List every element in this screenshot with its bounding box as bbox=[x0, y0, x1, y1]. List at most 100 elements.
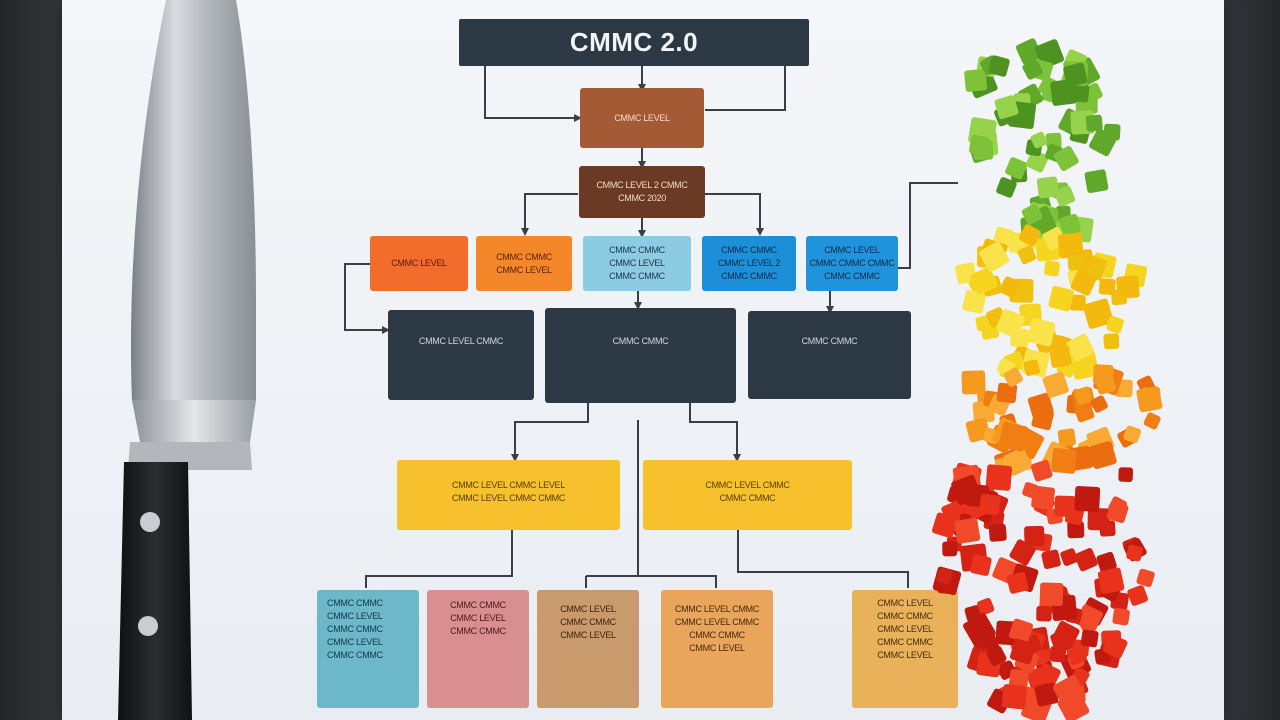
node-text-line: CMMC CMMC bbox=[721, 271, 777, 281]
node-text-line: CMMC CMMC bbox=[327, 624, 383, 634]
pepper-cube bbox=[1106, 315, 1124, 334]
node-text-line: CMMC LEVEL bbox=[450, 613, 506, 623]
node-row2-left: CMMC LEVEL CMMC bbox=[388, 310, 534, 400]
node-text-line: CMMC CMMC bbox=[609, 271, 665, 281]
pepper-cube bbox=[963, 613, 996, 646]
pepper-cube bbox=[973, 140, 994, 160]
node-level1: CMMC LEVEL bbox=[580, 88, 704, 148]
pepper-cube bbox=[1021, 203, 1043, 225]
pepper-cube bbox=[1074, 486, 1101, 512]
node-level2: CMMC LEVEL 2 CMMC CMMC 2020 bbox=[579, 166, 705, 218]
pepper-cube bbox=[977, 597, 995, 616]
node-text-line: CMMC LEVEL bbox=[391, 258, 447, 268]
node-text-line: CMMC LEVEL bbox=[877, 598, 933, 608]
pepper-cube bbox=[1083, 298, 1114, 329]
node-text-line: CMMC CMMC bbox=[327, 650, 383, 660]
node-text-line: CMMC LEVEL bbox=[824, 245, 880, 255]
pepper-cube bbox=[1053, 145, 1079, 171]
pepper-cube bbox=[1112, 607, 1130, 626]
pepper-cube bbox=[1066, 333, 1095, 362]
pepper-cube bbox=[975, 315, 992, 332]
pepper-cube bbox=[1030, 131, 1048, 149]
pepper-cube bbox=[1034, 682, 1059, 707]
pepper-cube bbox=[1095, 373, 1117, 395]
pepper-cube bbox=[1041, 549, 1061, 570]
node-text-line: CMMC LEVEL bbox=[689, 643, 745, 653]
node-level1-text: CMMC LEVEL bbox=[614, 113, 670, 124]
pepper-cube bbox=[1008, 618, 1034, 643]
node-text-line: CMMC CMMC bbox=[801, 336, 858, 346]
pepper-cube bbox=[1057, 428, 1076, 447]
node-row4-tan: CMMC LEVEL CMMC CMMC CMMC LEVEL bbox=[537, 590, 639, 708]
node-text-line: CMMC LEVEL bbox=[877, 650, 933, 660]
pepper-cube bbox=[996, 382, 1018, 404]
pepper-cube bbox=[1036, 176, 1059, 199]
node-text-line: CMMC LEVEL bbox=[327, 611, 383, 621]
pepper-cube bbox=[962, 290, 986, 314]
node-row1-orange-red: CMMC LEVEL bbox=[370, 236, 468, 291]
pepper-cube bbox=[988, 523, 1007, 542]
pepper-cube bbox=[1080, 629, 1099, 648]
node-text-line: CMMC LEVEL CMMC bbox=[418, 336, 504, 346]
node-text-line: CMMC CMMC bbox=[689, 630, 745, 640]
node-text-line: CMMC LEVEL bbox=[609, 258, 665, 268]
node-text-line: CMMC CMMC bbox=[721, 245, 777, 255]
pepper-cube bbox=[932, 512, 958, 539]
node-text-line: CMMC LEVEL bbox=[496, 264, 552, 275]
cutting-board-right bbox=[1224, 0, 1280, 720]
node-text-line: CMMC 2020 bbox=[618, 193, 666, 203]
pepper-cube bbox=[994, 95, 1019, 120]
node-text-line: CMMC CMMC bbox=[824, 271, 880, 281]
node-text-line: CMMC LEVEL bbox=[560, 630, 616, 640]
node-row4-amber: CMMC LEVEL CMMC CMMC CMMC LEVEL CMMC CMM… bbox=[852, 590, 958, 708]
node-text-line: CMMC LEVEL bbox=[877, 624, 933, 634]
pepper-cube bbox=[1024, 525, 1045, 547]
node-row4-light-orange: CMMC LEVEL CMMC CMMC LEVEL CMMC CMMC CMM… bbox=[661, 590, 773, 708]
pepper-cube bbox=[1123, 425, 1142, 444]
node-text-line: CMMC CMMC CMMC bbox=[809, 258, 895, 268]
node-text-line: CMMC CMMC bbox=[496, 251, 552, 262]
node-text-line: CMMC CMMC bbox=[877, 637, 933, 647]
pepper-cube bbox=[1058, 213, 1082, 237]
pepper-cube bbox=[942, 541, 958, 557]
node-row1-bright-blue: CMMC LEVEL CMMC CMMC CMMC CMMC CMMC bbox=[806, 236, 898, 291]
node-text-line: CMMC CMMC bbox=[450, 600, 506, 610]
node-row1-light-blue: CMMC CMMC CMMC LEVEL CMMC CMMC bbox=[583, 236, 691, 291]
node-row2-right: CMMC CMMC bbox=[748, 311, 911, 399]
pepper-cube bbox=[1048, 285, 1074, 312]
pepper-cube bbox=[1116, 275, 1140, 299]
pepper-cube bbox=[1141, 387, 1161, 407]
pepper-cube bbox=[1051, 620, 1080, 649]
pepper-cube bbox=[1009, 638, 1036, 665]
pepper-cube bbox=[1036, 605, 1052, 622]
pepper-cube bbox=[1088, 441, 1117, 470]
node-text-line: CMMC LEVEL CMMC bbox=[674, 604, 760, 614]
pepper-cube bbox=[1118, 467, 1134, 482]
node-row3-right: CMMC LEVEL CMMC CMMC CMMC bbox=[643, 460, 852, 530]
pepper-cube bbox=[985, 464, 1013, 491]
node-row4-pink: CMMC CMMC CMMC LEVEL CMMC CMMC bbox=[427, 590, 529, 708]
pepper-cube bbox=[1066, 644, 1087, 665]
node-text-line: CMMC LEVEL 2 bbox=[717, 258, 781, 268]
pepper-cube bbox=[1030, 459, 1053, 482]
pepper-cube bbox=[1085, 114, 1103, 132]
pepper-cube bbox=[1136, 568, 1155, 588]
pepper-cube bbox=[1067, 521, 1085, 539]
pepper-cube bbox=[1044, 260, 1060, 277]
node-text-line: CMMC CMMC bbox=[877, 611, 933, 621]
pepper-cube bbox=[1022, 59, 1043, 80]
pepper-cube bbox=[978, 493, 1001, 516]
pepper-cube bbox=[970, 267, 998, 295]
node-text-line: CMMC LEVEL CMMC bbox=[674, 617, 760, 627]
node-row4-teal: CMMC CMMC CMMC LEVEL CMMC CMMC CMMC LEVE… bbox=[317, 590, 419, 708]
pepper-cube bbox=[1074, 548, 1098, 572]
pepper-cube bbox=[1098, 278, 1116, 296]
pepper-cube bbox=[1069, 294, 1086, 311]
node-text-line: CMMC CMMC bbox=[560, 617, 616, 627]
pepper-cube bbox=[996, 309, 1025, 338]
node-text-line: CMMC CMMC bbox=[609, 245, 665, 255]
pepper-cube bbox=[1089, 128, 1117, 157]
node-text-line: CMMC LEVEL bbox=[614, 112, 670, 123]
node-text-line: CMMC CMMC bbox=[612, 336, 669, 346]
